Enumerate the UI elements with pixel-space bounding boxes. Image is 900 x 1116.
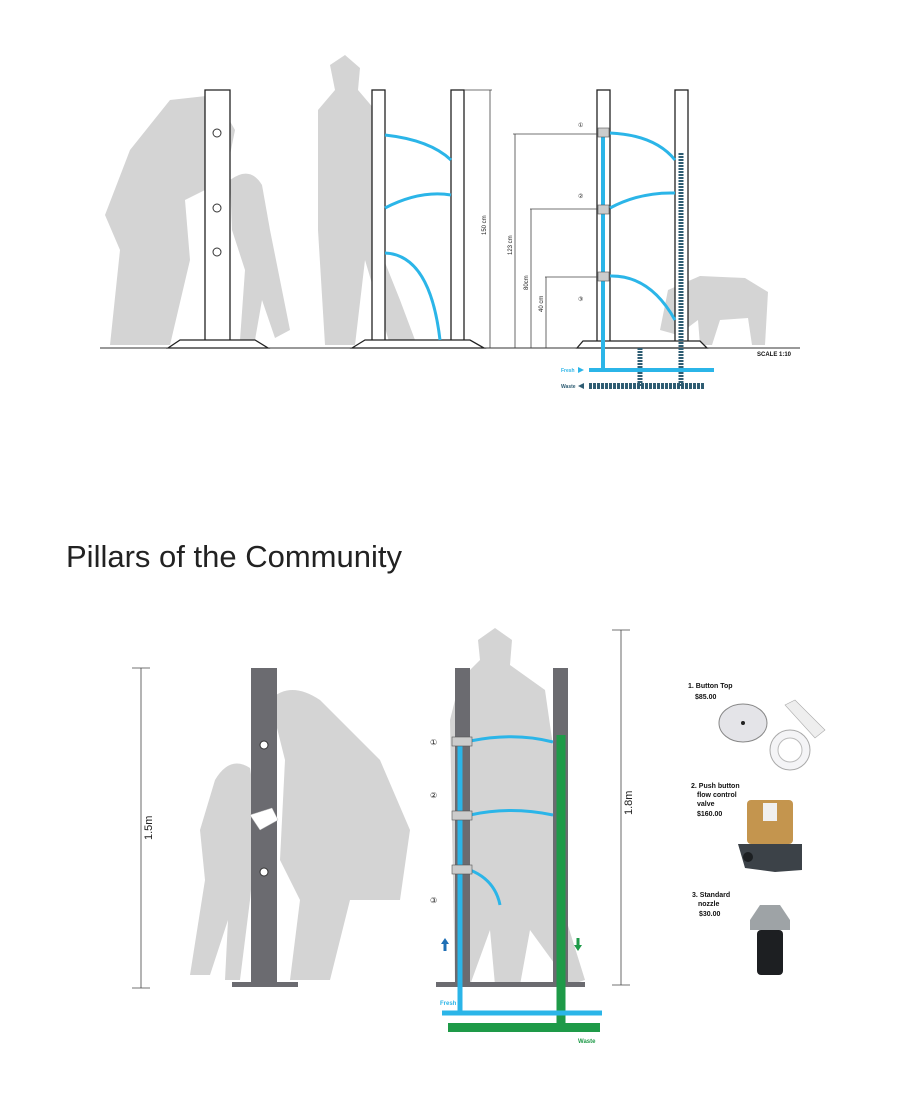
part-name: nozzle xyxy=(698,901,719,908)
marker-3: ③ xyxy=(578,296,583,303)
fresh-label-bottom: Fresh xyxy=(440,1001,457,1007)
waste-pipe-bottom xyxy=(448,1023,600,1032)
down-arrow-icon xyxy=(574,938,582,951)
waste-label: Waste xyxy=(561,384,576,390)
part-button-top: 1. Button Top $85.00 xyxy=(688,683,826,771)
bottom-silhouettes xyxy=(190,628,585,985)
fresh-label: Fresh xyxy=(561,368,575,374)
marker-2: ② xyxy=(578,193,583,200)
part-standard-nozzle: 3. Standard nozzle $30.00 xyxy=(692,892,790,975)
part-price: $30.00 xyxy=(699,911,721,918)
dim-40-label: 40 cm xyxy=(539,296,545,312)
part-push-button-valve: 2. Push button flow control valve $160.0… xyxy=(691,783,802,872)
part-name: 1. Button Top xyxy=(688,683,733,690)
part-price: $85.00 xyxy=(695,694,717,701)
fresh-arrow-icon xyxy=(578,367,584,373)
part-name: flow control xyxy=(697,792,737,799)
marker-1-bottom: ① xyxy=(430,738,437,747)
part-name: valve xyxy=(697,801,715,808)
dim-80-label: 80cm xyxy=(524,275,530,290)
dim-left-label: 1.5m xyxy=(143,816,155,840)
dim-123-label: 123 cm xyxy=(508,235,514,255)
pillar-pair-plumbed: ① ② ③ 123 cm 80cm 40 cm SCALE 1:10 Fresh… xyxy=(508,89,792,390)
marker-1: ① xyxy=(578,122,583,129)
part-price: $160.00 xyxy=(697,811,722,818)
part-name: 2. Push button xyxy=(691,783,740,790)
dim-150-label: 150 cm xyxy=(482,215,488,235)
up-arrow-icon xyxy=(441,938,449,951)
pillar-single xyxy=(165,89,271,349)
waste-label-bottom: Waste xyxy=(578,1039,596,1045)
page-title: Pillars of the Community xyxy=(66,539,402,574)
pillar-pair-middle: 150 cm xyxy=(349,89,492,349)
marker-2-bottom: ② xyxy=(430,791,437,800)
waste-arrow-icon xyxy=(578,383,584,389)
top-silhouettes xyxy=(105,55,768,345)
valve-image xyxy=(747,800,793,844)
marker-3-bottom: ③ xyxy=(430,896,437,905)
bottom-pillar-single xyxy=(232,668,298,987)
scale-label: SCALE 1:10 xyxy=(757,352,792,358)
dim-right-label: 1.8m xyxy=(623,791,635,815)
part-name: 3. Standard xyxy=(692,892,730,899)
bottom-pillar-pair: ① ② ③ Fresh Waste xyxy=(430,668,602,1045)
nozzle-image xyxy=(750,905,790,930)
